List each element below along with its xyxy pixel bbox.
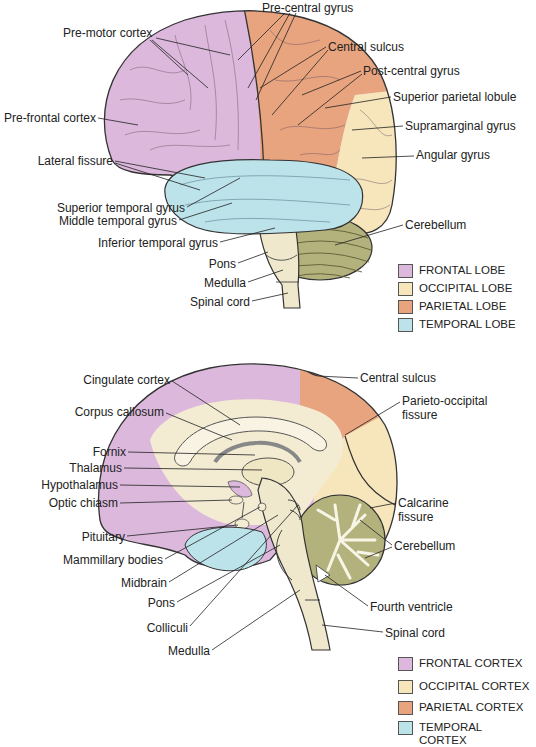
corpus-callosum bbox=[175, 417, 327, 466]
part-label: Superior parietal lobule bbox=[393, 90, 516, 104]
temporal-lobe bbox=[165, 160, 363, 234]
part-label: Central sulcus bbox=[328, 40, 404, 54]
part-label: Fornix bbox=[93, 445, 126, 459]
part-label: Medulla bbox=[168, 644, 210, 658]
arbor-vitae bbox=[318, 505, 378, 578]
part-label: Post-central gyrus bbox=[363, 64, 460, 78]
part-label: Midbrain bbox=[121, 576, 167, 590]
legend-row: FRONTAL LOBE bbox=[398, 264, 505, 278]
legend-swatch bbox=[398, 680, 413, 694]
brainstem-medial bbox=[258, 478, 330, 650]
legend-text: FRONTAL LOBE bbox=[419, 264, 505, 277]
leader-lines bbox=[98, 13, 414, 301]
part-label: Calcarine fissure bbox=[398, 496, 468, 524]
part-label: Superior temporal gyrus bbox=[57, 201, 185, 215]
part-label: Pons bbox=[148, 596, 175, 610]
legend-swatch bbox=[398, 318, 413, 332]
legend-text: TEMPORAL LOBE bbox=[419, 318, 516, 331]
part-label: Cerebellum bbox=[405, 218, 466, 232]
legend-swatch bbox=[398, 264, 413, 278]
part-label: Fourth ventricle bbox=[370, 600, 453, 614]
legend-swatch bbox=[398, 657, 413, 671]
legend-text: PARIETAL CORTEX bbox=[419, 701, 523, 714]
part-label: Lateral fissure bbox=[38, 154, 113, 168]
part-label: Colliculi bbox=[147, 621, 188, 635]
legend-swatch bbox=[398, 282, 413, 296]
part-label: Pre-frontal cortex bbox=[4, 111, 96, 125]
part-label: Spinal cord bbox=[385, 626, 445, 640]
part-label: Parieto-occipital fissure bbox=[402, 394, 512, 422]
legend-swatch bbox=[398, 300, 413, 314]
legend-swatch bbox=[398, 721, 413, 735]
legend-text: OCCIPITAL LOBE bbox=[419, 282, 512, 295]
part-label: Pons bbox=[209, 257, 236, 271]
part-label: Cingulate cortex bbox=[83, 373, 170, 387]
part-label: Thalamus bbox=[69, 461, 122, 475]
calcarine-line bbox=[345, 436, 395, 505]
legend-row: PARIETAL CORTEX bbox=[398, 701, 523, 715]
legend-row: TEMPORAL CORTEX bbox=[398, 721, 499, 747]
legend-row: OCCIPITAL LOBE bbox=[398, 282, 512, 296]
hypothalamus bbox=[228, 481, 252, 497]
legend-swatch bbox=[398, 701, 413, 715]
brainstem-lines bbox=[277, 500, 320, 600]
legend-row: FRONTAL CORTEX bbox=[398, 657, 522, 671]
part-label: Optic chiasm bbox=[49, 496, 118, 510]
part-label: Cerebellum bbox=[394, 539, 455, 553]
brainstem-lines bbox=[266, 255, 299, 282]
part-label: Supramarginal gyrus bbox=[405, 119, 516, 133]
part-label: Corpus callosum bbox=[75, 405, 164, 419]
part-label: Central sulcus bbox=[360, 371, 436, 385]
part-label: Mammillary bodies bbox=[63, 553, 163, 567]
part-label: Pituitary bbox=[82, 530, 125, 544]
part-label: Hypothalamus bbox=[41, 478, 118, 492]
legend-text: OCCIPITAL CORTEX bbox=[419, 680, 529, 693]
temporal-sulci bbox=[180, 176, 350, 222]
part-label: Medulla bbox=[204, 276, 246, 290]
legend-row: OCCIPITAL CORTEX bbox=[398, 680, 529, 694]
legend-text: PARIETAL LOBE bbox=[419, 300, 506, 313]
part-label: Middle temporal gyrus bbox=[59, 214, 177, 228]
legend-row: PARIETAL LOBE bbox=[398, 300, 506, 314]
part-label: Pre-motor cortex bbox=[63, 26, 152, 40]
part-label: Inferior temporal gyrus bbox=[98, 236, 218, 250]
fourth-ventricle bbox=[316, 565, 330, 582]
part-label: Spinal cord bbox=[190, 295, 250, 309]
legend-row: TEMPORAL LOBE bbox=[398, 318, 516, 332]
legend-text: FRONTAL CORTEX bbox=[419, 657, 522, 670]
part-label: Pre-central gyrus bbox=[262, 1, 353, 15]
part-label: Angular gyrus bbox=[416, 148, 490, 162]
legend-text: TEMPORAL CORTEX bbox=[419, 721, 499, 747]
